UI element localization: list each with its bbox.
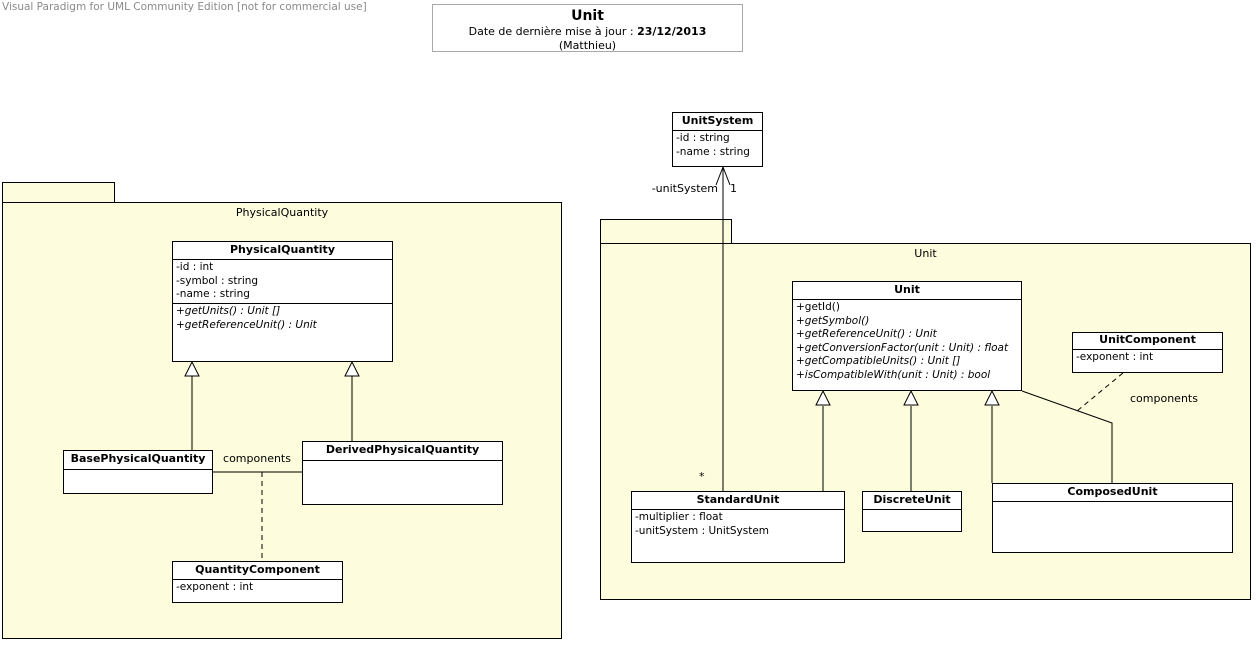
diagram-subtitle-prefix: Date de dernière mise à jour :	[468, 25, 638, 38]
class-derivedphysicalquantity[interactable]: DerivedPhysicalQuantity	[302, 441, 503, 505]
class-unit-name: Unit	[894, 283, 920, 296]
operation: +getConversionFactor(unit : Unit) : floa…	[796, 341, 1009, 354]
class-discreteunit[interactable]: DiscreteUnit	[862, 491, 962, 532]
multiplicity-one: 1	[730, 182, 737, 195]
class-unitcomponent[interactable]: UnitComponent -exponent : int	[1072, 332, 1223, 373]
association-label-components-right: components	[1130, 392, 1198, 405]
class-unitcomponent-name: UnitComponent	[1099, 333, 1196, 346]
operation: +getSymbol()	[796, 314, 870, 327]
operation: +getUnits() : Unit []	[176, 305, 281, 317]
operation: +getReferenceUnit() : Unit	[176, 318, 317, 331]
operation: +getId()	[796, 301, 840, 313]
attribute: -name : string	[676, 145, 750, 158]
class-discreteunit-name: DiscreteUnit	[873, 493, 951, 506]
class-physicalquantity[interactable]: PhysicalQuantity -id : int -symbol : str…	[172, 241, 393, 362]
class-basephysicalquantity-name: BasePhysicalQuantity	[70, 452, 206, 465]
attribute: -exponent : int	[176, 581, 254, 593]
class-standardunit[interactable]: StandardUnit -multiplier : float -unitSy…	[631, 491, 845, 563]
attribute: -name : string	[176, 288, 250, 300]
package-unit-name: Unit	[914, 247, 937, 260]
attribute: -id : string	[676, 132, 730, 144]
association-label-components-left: components	[223, 452, 291, 465]
class-physicalquantity-name: PhysicalQuantity	[230, 243, 335, 256]
diagram-title: Unit	[571, 8, 604, 24]
attribute: -multiplier : float	[635, 511, 723, 523]
attribute: -unitSystem : UnitSystem	[635, 524, 770, 537]
package-unit-tab[interactable]	[600, 219, 732, 244]
diagram-date: 23/12/2013	[637, 25, 707, 38]
class-unitsystem[interactable]: UnitSystem -id : string -name : string	[672, 112, 763, 167]
package-physicalquantity-tab[interactable]	[2, 182, 115, 203]
attribute: -id : int	[176, 261, 214, 273]
operation: +getReferenceUnit() : Unit	[796, 328, 937, 340]
class-derivedphysicalquantity-name: DerivedPhysicalQuantity	[325, 443, 480, 456]
association-role-unitsystem: -unitSystem	[651, 182, 718, 195]
attribute: -exponent : int	[1076, 351, 1154, 363]
class-quantitycomponent[interactable]: QuantityComponent -exponent : int	[172, 561, 343, 603]
class-quantitycomponent-name: QuantityComponent	[195, 563, 320, 576]
class-basephysicalquantity[interactable]: BasePhysicalQuantity	[63, 450, 213, 494]
class-standardunit-name: StandardUnit	[696, 493, 780, 506]
watermark-text: Visual Paradigm for UML Community Editio…	[2, 1, 367, 13]
class-composedunit[interactable]: ComposedUnit	[992, 483, 1233, 553]
diagram-author: (Matthieu)	[558, 39, 617, 52]
class-composedunit-name: ComposedUnit	[1067, 485, 1158, 498]
multiplicity-many: *	[699, 470, 705, 483]
class-unitsystem-name: UnitSystem	[681, 114, 754, 127]
class-unit[interactable]: Unit +getId() +getSymbol() +getReference…	[792, 281, 1022, 391]
package-physicalquantity-name: PhysicalQuantity	[235, 206, 329, 219]
operation: +isCompatibleWith(unit : Unit) : bool	[796, 368, 991, 381]
diagram-subtitle: Date de dernière mise à jour : 23/12/201…	[433, 25, 742, 39]
diagram-title-box: Unit Date de dernière mise à jour : 23/1…	[432, 4, 743, 52]
operation: +getCompatibleUnits() : Unit []	[796, 355, 961, 367]
attribute: -symbol : string	[176, 274, 259, 287]
